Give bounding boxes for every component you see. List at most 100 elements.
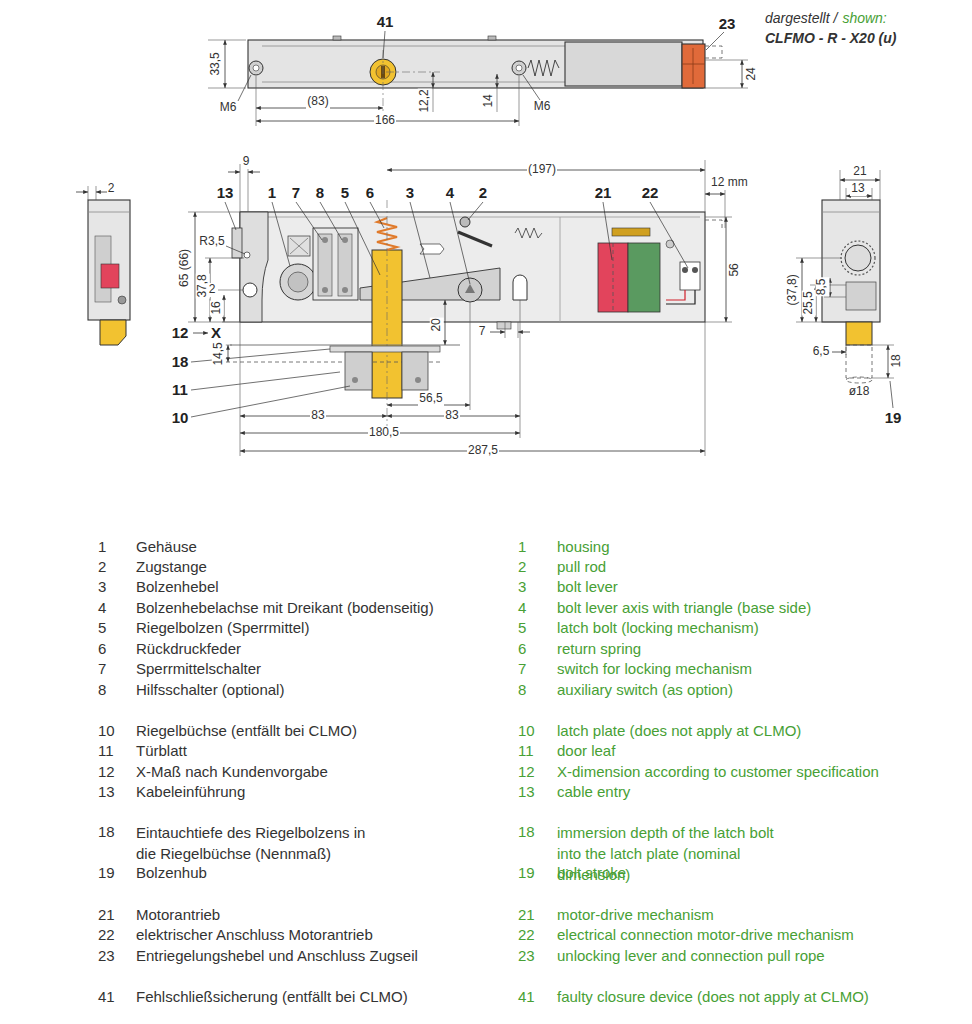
right-side-view	[822, 200, 880, 322]
parts-list-text: Sperrmittelschalter	[136, 660, 261, 677]
motor-drive	[598, 243, 628, 312]
parts-list-number: 7	[518, 660, 526, 677]
parts-list-number: 19	[518, 864, 535, 881]
parts-list-text: cable entry	[557, 783, 630, 800]
parts-list-number: 5	[98, 619, 106, 636]
top-view-dimensions	[519, 76, 520, 126]
parts-list-number: 7	[98, 660, 106, 677]
latch-plate	[352, 377, 358, 383]
motor-drive	[612, 228, 650, 236]
side-view-dimensions	[832, 352, 846, 353]
parts-list-text: bolt lever axis with triangle (base side…	[557, 599, 811, 616]
side-view-dimensions	[830, 278, 831, 297]
main-view-dimensions	[520, 300, 521, 438]
side-view-dimensions	[890, 381, 893, 408]
cable-entry	[232, 228, 242, 258]
top-view-dimensions	[225, 40, 226, 88]
release-lever	[682, 44, 722, 88]
parts-list-number: 8	[518, 681, 526, 698]
housing-part	[290, 238, 308, 254]
dimension-text: (197)	[527, 163, 557, 177]
motor-terminal	[705, 220, 722, 228]
dimension-text: 16	[210, 300, 224, 315]
top-view-dimensions	[208, 31, 748, 126]
top-view-dimensions	[433, 88, 434, 112]
callout-number: 13	[217, 184, 234, 201]
dimension-text: 2	[208, 283, 217, 297]
left-side-view	[88, 186, 89, 200]
parts-list-number: 18	[98, 823, 115, 840]
left-side-view	[88, 200, 130, 320]
spring-symbol	[528, 60, 559, 76]
top-view-housing	[248, 36, 703, 88]
parts-list-number: 41	[518, 988, 535, 1005]
parts-list-text: Zugstange	[136, 558, 207, 575]
callout-number: 2	[479, 184, 487, 201]
parts-list-number: 19	[98, 864, 115, 881]
motor-terminal	[680, 262, 700, 290]
lever-axis	[465, 284, 475, 293]
parts-list-number: 13	[518, 783, 535, 800]
parts-list-text: faulty closure device (does not apply at…	[557, 988, 869, 1005]
parts-list-number: 21	[98, 906, 115, 923]
dimension-text: 18	[890, 353, 904, 368]
dimension-text: 9	[242, 155, 251, 169]
motor-drive	[613, 243, 614, 312]
top-view-dimensions	[705, 88, 748, 89]
side-view-dimensions	[846, 345, 847, 355]
motor-terminal	[682, 267, 688, 273]
locking-switch	[342, 287, 348, 293]
parts-list-text: Rückdruckfeder	[136, 640, 241, 657]
lever-axis	[458, 232, 492, 246]
latch-plate	[415, 377, 421, 383]
dimension-text: 83	[310, 409, 325, 423]
lever-axis	[458, 278, 482, 302]
locking-switch	[342, 237, 348, 243]
dimension-text: M6	[533, 100, 552, 114]
main-housing	[243, 283, 257, 297]
main-housing	[513, 275, 527, 300]
side-view-dimensions	[840, 180, 880, 181]
callout-number: 4	[446, 184, 454, 201]
dimension-text: (37,8)	[786, 273, 800, 306]
leader-line	[345, 202, 380, 275]
dimension-text: 7	[478, 325, 487, 339]
release-lever	[682, 64, 705, 65]
latch-bolt	[372, 200, 402, 440]
top-view-housing	[565, 42, 682, 86]
main-view-dimensions	[705, 217, 732, 218]
mounting-screw	[512, 61, 526, 75]
main-housing	[240, 212, 705, 329]
side-view-dimensions	[846, 188, 847, 200]
top-view-dimensions	[256, 76, 257, 126]
main-housing	[240, 212, 268, 322]
parts-list-number: 23	[518, 947, 535, 964]
main-view-dimensions	[188, 160, 732, 456]
leader-line	[296, 202, 322, 240]
parts-list-number: 1	[518, 538, 526, 555]
locking-switch	[313, 228, 358, 300]
parts-list-text: return spring	[557, 640, 641, 657]
callout-number: 7	[292, 184, 300, 201]
main-view-dimensions	[228, 345, 229, 362]
leader-line	[650, 202, 688, 268]
right-side-view	[846, 377, 872, 383]
dimension-text: 287,5	[467, 444, 499, 458]
top-view-dimensions	[523, 75, 540, 100]
latch-bolt	[387, 200, 388, 440]
mounting-screw	[253, 65, 259, 71]
release-lever	[682, 44, 705, 88]
parts-list-text: Entriegelungshebel und Anschluss Zugseil	[136, 947, 418, 964]
parts-list-number: 22	[518, 926, 535, 943]
main-view-dimensions	[725, 186, 726, 228]
dimension-text: 24	[745, 66, 759, 81]
leader-line	[225, 202, 236, 230]
top-view-dimensions	[208, 40, 246, 41]
side-view-dimensions	[840, 170, 841, 200]
main-view-dimensions	[445, 300, 446, 345]
parts-list-number: 23	[98, 947, 115, 964]
parts-list-text: Bolzenhebelachse mit Dreikant (bodenseit…	[136, 599, 434, 616]
model-caption: shown:	[842, 10, 886, 26]
parts-list-number: 6	[518, 640, 526, 657]
parts-list-number: 18	[518, 823, 535, 840]
